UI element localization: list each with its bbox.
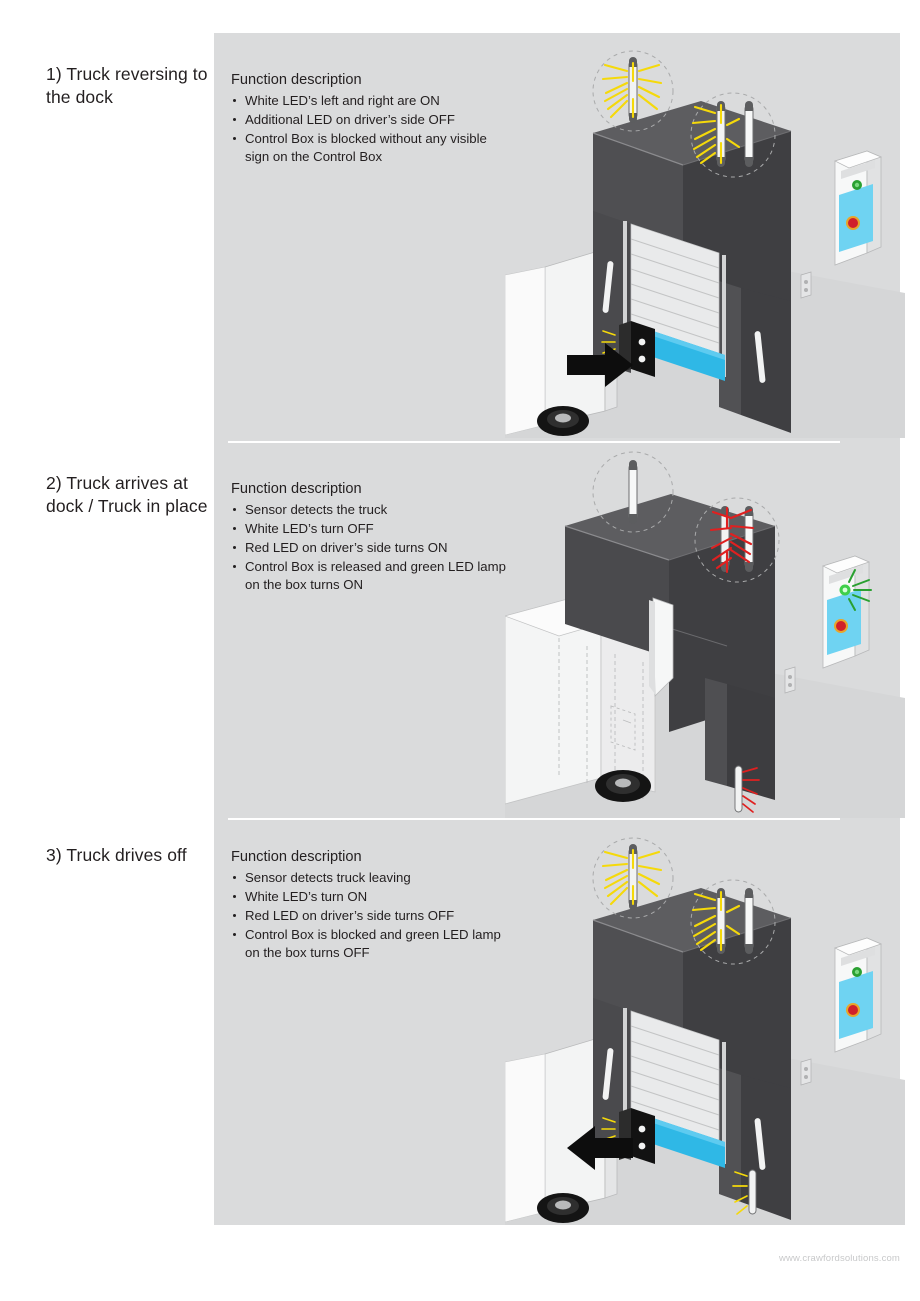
wall-keypad	[800, 1058, 812, 1086]
led-rays	[709, 506, 755, 574]
green-lamp-rays	[848, 569, 872, 611]
function-bullets-1: White LED’s left and right are ON Additi…	[231, 92, 511, 166]
led-pair-callout	[690, 879, 776, 965]
section-3: 3) Truck drives off Function description…	[0, 820, 920, 1225]
led-rays	[601, 848, 663, 906]
list-item: Control Box is blocked and green LED lam…	[231, 926, 511, 962]
dock-bumper	[653, 331, 725, 381]
white-led-off-callout	[592, 451, 674, 533]
direction-arrow-left	[567, 1126, 633, 1170]
section-divider-1	[228, 441, 840, 443]
red-led-strip	[734, 765, 760, 813]
list-item: White LED’s left and right are ON	[231, 92, 511, 110]
function-bullets-3: Sensor detects truck leaving White LED’s…	[231, 869, 511, 962]
function-bullets-2: Sensor detects the truck White LED’s tur…	[231, 501, 511, 594]
white-led-callout	[592, 50, 674, 132]
step-title-2: 2) Truck arrives at dock / Truck in plac…	[46, 473, 208, 517]
function-block-2: Function description Sensor detects the …	[231, 480, 511, 595]
truck-trailer	[504, 248, 618, 436]
control-box	[821, 555, 872, 669]
white-led-callout	[592, 837, 674, 919]
step-title-3: 3) Truck drives off	[46, 845, 187, 865]
function-block-3: Function description Sensor detects truc…	[231, 848, 511, 963]
dock-scene-svg-2	[503, 451, 905, 818]
sensor-unit-hidden	[610, 705, 636, 751]
red-led-callout	[694, 497, 780, 583]
bottom-led-strip	[732, 1169, 757, 1215]
dock-door-frame	[564, 494, 776, 800]
list-item: Sensor detects truck leaving	[231, 869, 511, 887]
wall-keypad	[784, 666, 796, 694]
function-block-1: Function description White LED’s left an…	[231, 71, 511, 167]
direction-arrow-right	[567, 343, 633, 387]
dock-bumper	[653, 1118, 725, 1168]
list-item: Red LED on driver’s side turns ON	[231, 539, 511, 557]
scene-illustration-2	[503, 448, 905, 823]
footer-url: www.crawfordsolutions.com	[779, 1253, 900, 1264]
list-item: White LED’s turn OFF	[231, 520, 511, 538]
led-rays	[601, 61, 663, 119]
wall-keypad	[800, 271, 812, 299]
list-item: Additional LED on driver’s side OFF	[231, 111, 511, 129]
function-heading-1: Function description	[231, 72, 362, 88]
control-box	[833, 150, 883, 266]
scene-illustration-1	[504, 43, 905, 443]
dock-scene-svg-1	[504, 50, 905, 438]
led-rays	[691, 103, 741, 165]
control-box	[833, 937, 883, 1053]
list-item: Red LED on driver’s side turns OFF	[231, 907, 511, 925]
dock-door-frame	[592, 101, 792, 433]
list-item: Control Box is blocked without any visib…	[231, 130, 511, 166]
led-rays	[691, 890, 741, 952]
dock-scene-svg-3	[504, 837, 905, 1225]
section-2: 2) Truck arrives at dock / Truck in plac…	[0, 443, 920, 818]
section-divider-2	[228, 818, 840, 820]
section-1: 1) Truck reversing to the dock Function …	[0, 33, 920, 441]
function-heading-3: Function description	[231, 849, 362, 865]
scene-illustration-3	[504, 830, 905, 1230]
list-item: White LED’s turn ON	[231, 888, 511, 906]
dock-seal-curtain	[649, 597, 674, 697]
function-heading-2: Function description	[231, 481, 362, 497]
list-item: Sensor detects the truck	[231, 501, 511, 519]
step-title-1: 1) Truck reversing to the dock	[46, 64, 208, 108]
list-item: Control Box is released and green LED la…	[231, 558, 511, 594]
led-pair-callout	[690, 92, 776, 178]
